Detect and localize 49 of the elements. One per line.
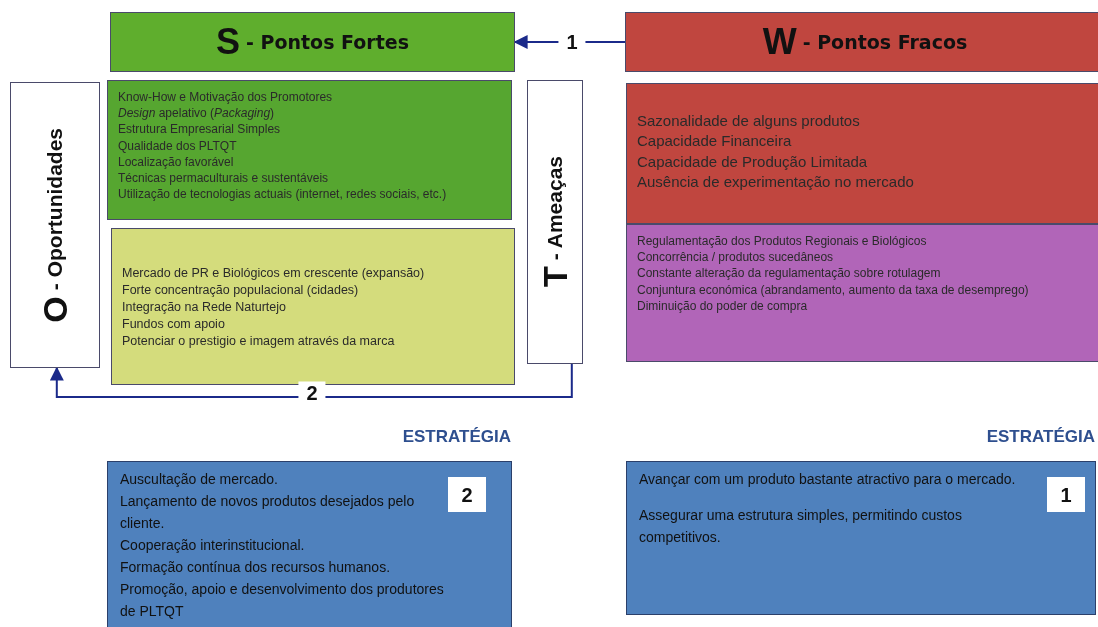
arrow: [49, 363, 573, 398]
number-badge: 2: [448, 477, 486, 512]
list-item: Potenciar o prestigio e imagem através da marca: [122, 332, 396, 350]
panel-title: - Ameaças: [542, 156, 566, 261]
strategy-text: Auscultação de mercado.: [120, 470, 279, 489]
list-item: Estrutura Empresarial Simples: [118, 121, 282, 138]
list-item: Localização favorável: [118, 153, 235, 170]
header-letter: W: [762, 21, 797, 63]
list-item: Constante alteração da regulamentação sobre rotulagem: [637, 265, 942, 282]
strategy-text: Promoção, apoio e desenvolvimento dos produtores de PLTQT: [120, 580, 445, 621]
list-item: Ausência de experimentação no mercado: [637, 171, 915, 192]
panel-letter: O: [35, 295, 74, 323]
list-item: Qualidade dos PLTQT: [118, 137, 238, 154]
threats-box: [626, 224, 1098, 362]
threats-panel: [527, 80, 583, 364]
list-item: Técnicas permaculturais e sustentáveis: [118, 169, 330, 187]
panel-title: - Oportunidades: [42, 127, 66, 290]
strategy-heading: ESTRATÉGIA: [986, 426, 1095, 448]
list-item: Capacidade Financeira: [637, 131, 793, 152]
list-item: Mercado de PR e Biológicos em crescente (expansão): [122, 265, 426, 282]
header-title: - Pontos Fracos: [802, 31, 968, 53]
strategy-text: Cooperação interinstitucional.: [120, 536, 306, 555]
strengths-box: [107, 80, 512, 220]
strengths-header: [110, 12, 515, 72]
list-item: Design apelativo (Packaging): [118, 105, 276, 122]
list-item: Diminuição do poder de compra: [637, 297, 809, 314]
strategy-text: Assegurar uma estrutura simples, permitindo custos competitivos.: [639, 506, 963, 547]
number-badge: 1: [1047, 477, 1085, 512]
strategy-text: Avançar com um produto bastante atractivo para o mercado.: [639, 470, 1017, 489]
list-item: Conjuntura económica (abrandamento, aumento da taxa de desemprego): [637, 281, 1030, 298]
list-item: Sazonalidade de alguns produtos: [637, 111, 861, 131]
list-item: Utilização de tecnologias actuais (internet, redes sociais, etc.): [118, 186, 448, 203]
list-item: Integração na Rede Naturtejo: [122, 298, 287, 316]
list-item: Fundos com apoio: [122, 315, 226, 333]
opportunities-panel: [10, 82, 100, 368]
list-item: Know-How e Motivação dos Promotores: [118, 89, 334, 106]
strategy-heading: ESTRATÉGIA: [402, 426, 511, 448]
strategy-text: Formação contínua dos recursos humanos.: [120, 558, 392, 577]
header-title: - Pontos Fortes: [246, 31, 409, 53]
opportunities-box: [111, 228, 515, 385]
header-letter: S: [216, 21, 240, 63]
list-item: Concorrência / produtos sucedâneos: [637, 249, 835, 266]
strategy-text: Lançamento de novos produtos desejados pelo cliente.: [120, 492, 416, 533]
list-item: Regulamentação dos Produtos Regionais e Biológicos: [637, 233, 928, 250]
weaknesses-header: [625, 12, 1098, 72]
panel-letter: T: [535, 266, 574, 288]
list-item: Capacidade de Produção Limitada: [637, 151, 869, 172]
list-item: Forte concentração populacional (cidades): [122, 281, 360, 299]
weaknesses-box: [626, 83, 1098, 224]
